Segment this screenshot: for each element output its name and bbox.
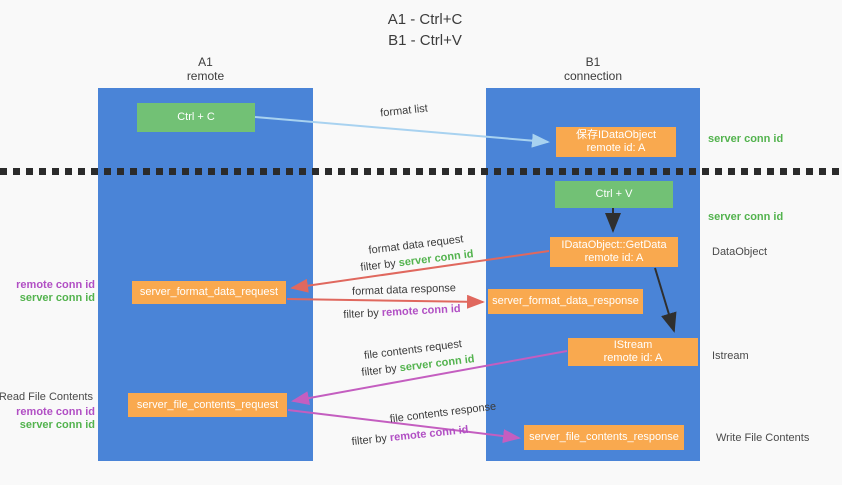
label-format-list: format list [379, 102, 429, 120]
ctrl-c-label: Ctrl + C [177, 111, 215, 123]
column-b1-subtitle: connection [563, 69, 623, 83]
node-server-file-contents-response: server_file_contents_response [524, 425, 684, 450]
left-label-remote-conn-id-bottom: remote conn id [16, 406, 95, 418]
format-response-label: server_format_data_response [492, 295, 639, 307]
label-file-contents-response: file contents response [389, 400, 497, 426]
file-response-label: server_file_contents_response [529, 431, 679, 443]
format-request-label: server_format_data_request [139, 286, 279, 298]
label-filter-by-remote-conn-id-1: filter by remote conn id [343, 303, 461, 321]
ctrl-v-label: Ctrl + V [595, 188, 633, 200]
remote-conn-id-text: remote conn id [389, 423, 469, 445]
left-label-read-file-contents: Read File Contents [0, 391, 93, 403]
node-server-format-data-response: server_format_data_response [488, 289, 643, 314]
column-a1-id: A1 [198, 55, 213, 69]
filter-by-text: filter by [343, 307, 383, 322]
node-server-format-data-request: server_format_data_request [132, 281, 286, 304]
column-header-a1: A1 remote [98, 55, 313, 83]
node-ctrl-c: Ctrl + C [137, 103, 255, 132]
remote-conn-id-text: remote conn id [381, 302, 461, 320]
title-line-2: B1 - Ctrl+V [388, 32, 462, 49]
right-label-dataobject: DataObject [712, 246, 768, 258]
left-label-remote-conn-id-top: remote conn id [16, 279, 95, 291]
node-save-idataobject: 保存IDataObject remote id: A [556, 127, 676, 157]
copy-paste-separator-line [0, 168, 842, 175]
filter-by-text: filter by [360, 362, 401, 379]
filter-by-text: filter by [351, 432, 391, 449]
getdata-line2: remote id: A [584, 252, 644, 264]
node-server-file-contents-request: server_file_contents_request [128, 393, 287, 417]
save-idataobject-line2: remote id: A [586, 142, 646, 154]
istream-line1: IStream [613, 339, 653, 351]
node-istream: IStream remote id: A [568, 338, 698, 366]
column-b1-id: B1 [585, 55, 601, 69]
right-label-write-file-contents: Write File Contents [716, 432, 810, 444]
arrow-format-data-response [286, 294, 485, 309]
filter-by-text: filter by [359, 257, 400, 274]
right-label-istream: Istream [712, 350, 749, 362]
label-filter-by-remote-conn-id-2: filter by remote conn id [351, 424, 469, 448]
istream-line2: remote id: A [603, 352, 663, 364]
left-label-server-conn-id-bottom: server conn id [19, 419, 95, 431]
right-label-server-conn-id-mid: server conn id [708, 211, 784, 223]
column-a1-subtitle: remote [186, 69, 225, 83]
right-label-server-conn-id-top: server conn id [708, 133, 784, 145]
left-label-server-conn-id-top: server conn id [19, 292, 95, 304]
node-idataobject-getdata: IDataObject::GetData remote id: A [550, 237, 678, 267]
save-idataobject-line1: 保存IDataObject [575, 129, 657, 141]
label-format-data-response: format data response [351, 282, 457, 298]
column-header-b1: B1 connection [486, 55, 700, 83]
file-request-label: server_file_contents_request [136, 398, 279, 411]
node-ctrl-v: Ctrl + V [555, 181, 673, 208]
title-line-1: A1 - Ctrl+C [387, 11, 463, 28]
getdata-line1: IDataObject::GetData [561, 239, 667, 251]
diagram-title: A1 - Ctrl+C B1 - Ctrl+V [0, 9, 842, 51]
